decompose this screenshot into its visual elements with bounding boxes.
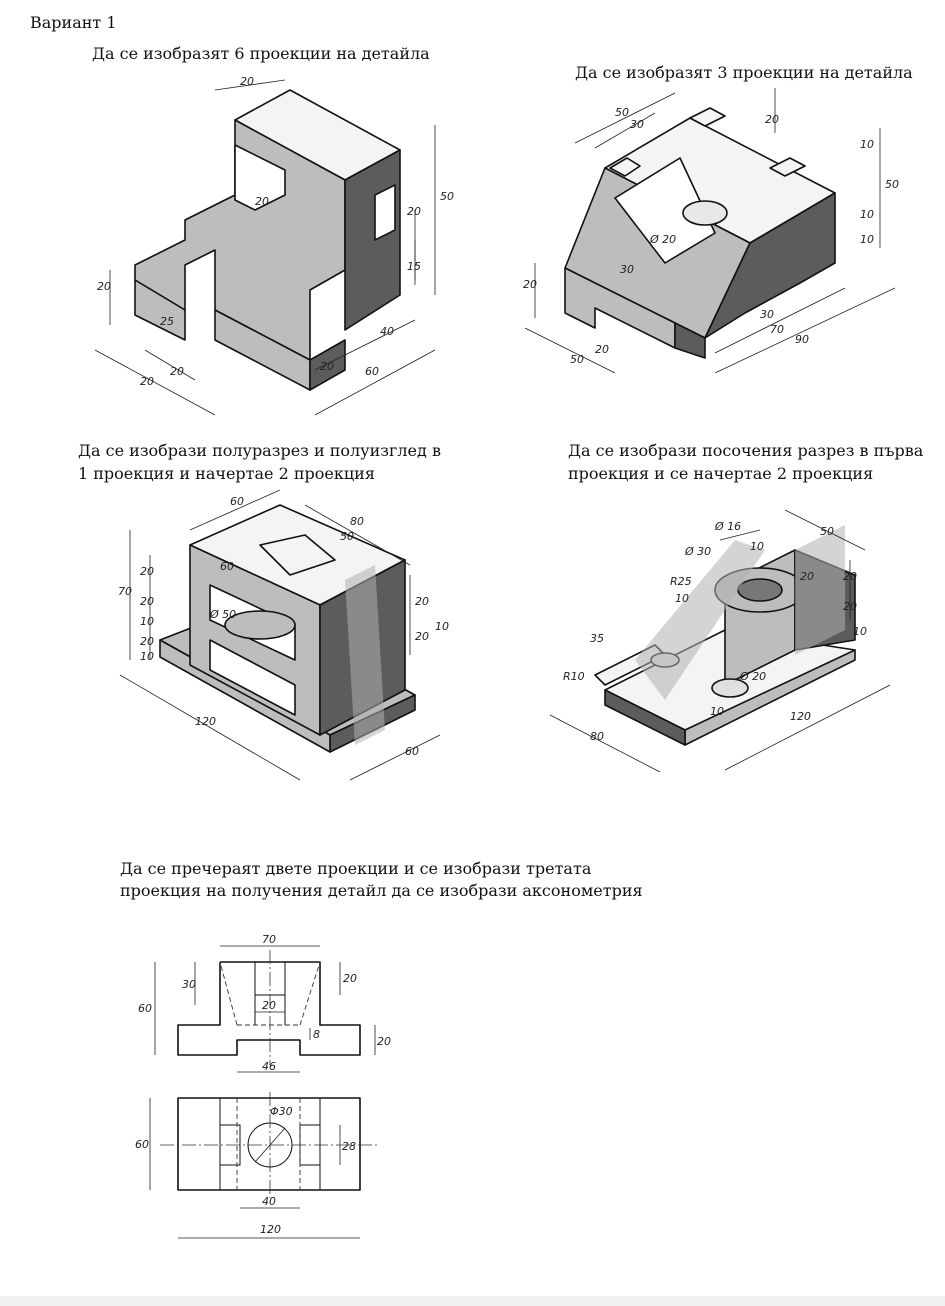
page-footer-band: [0, 1296, 945, 1306]
dim-label: Ø 16: [714, 520, 741, 533]
dim-label: 20: [595, 343, 609, 356]
dim-label: 20: [140, 565, 154, 578]
task-1-text: Да се изобразят 6 проекции на детайла: [92, 44, 430, 63]
dim-label: 50: [885, 178, 899, 191]
dim-label: 10: [675, 592, 689, 605]
dim-label: 20: [377, 1035, 391, 1048]
dim-label: 20: [843, 600, 857, 613]
dim-label: 8: [313, 1028, 320, 1041]
dim-label: Ø 50: [209, 608, 236, 621]
dim-label: 70: [118, 585, 132, 598]
dim-label: 40: [380, 325, 394, 338]
dim-label: 60: [220, 560, 234, 573]
dim-label: 50: [820, 525, 834, 538]
dim-label: 120: [195, 715, 216, 728]
dim-label: 15: [407, 260, 421, 273]
dim-label: 20: [140, 635, 154, 648]
dim-label: 120: [260, 1223, 281, 1236]
task-4-figure: Ø 16 Ø 30 10 50 R25 10 20 20 20 10 35 R1…: [549, 510, 891, 773]
task-2-figure: 50 30 20 10 50 10 10 20 Ø 20 30 30 20 70…: [523, 88, 899, 374]
task-3-text-line-2: 1 проекция и начертае 2 проекция: [78, 464, 375, 483]
dim-label: 70: [262, 933, 276, 946]
task-4-text-line-2: проекция и се начертае 2 проекция: [568, 464, 874, 483]
dim-label: 60: [138, 1002, 152, 1015]
dim-label: Ø 30: [684, 545, 711, 558]
dim-label: 20: [765, 113, 779, 126]
dim-label: 60: [365, 365, 379, 378]
dim-label: 20: [415, 630, 429, 643]
dim-label: Ø 20: [739, 670, 766, 683]
task-5-top-view: Φ30 60 28 40 120: [135, 1092, 380, 1239]
dim-label: 20: [170, 365, 184, 378]
dim-label: 20: [140, 595, 154, 608]
dim-label: 46: [262, 1060, 276, 1073]
dim-label: Φ30: [270, 1105, 293, 1118]
dim-label: 50: [440, 190, 454, 203]
task-5-front-view: 70 30 20 60 20 8 20 46: [138, 933, 391, 1073]
dim-label: 35: [590, 632, 604, 645]
dim-label: 10: [140, 650, 154, 663]
dim-label: 30: [630, 118, 644, 131]
dim-label: 80: [590, 730, 604, 743]
dim-label: 20: [523, 278, 537, 291]
dim-label: 10: [750, 540, 764, 553]
dim-label: 20: [407, 205, 421, 218]
dim-label: 10: [860, 233, 874, 246]
dim-label: 60: [405, 745, 419, 758]
dim-label: 20: [140, 375, 154, 388]
dim-label: R25: [670, 575, 692, 588]
dim-label: 30: [182, 978, 196, 991]
dim-label: 20: [415, 595, 429, 608]
dim-label: 50: [570, 353, 584, 366]
dim-label: 20: [320, 360, 334, 373]
dim-label: 50: [615, 106, 629, 119]
dim-label: 20: [843, 570, 857, 583]
dim-label: Ø 20: [649, 233, 676, 246]
dim-label: 50: [340, 530, 354, 543]
task-4-text-line-1: Да се изобрази посочения разрез в първа: [568, 441, 924, 460]
dim-label: 10: [853, 625, 867, 638]
dim-label: 80: [350, 515, 364, 528]
dim-label: 30: [760, 308, 774, 321]
dim-label: 28: [342, 1140, 356, 1153]
dim-label: 25: [160, 315, 174, 328]
dim-label: 10: [710, 705, 724, 718]
dim-label: 20: [800, 570, 814, 583]
dim-label: 10: [435, 620, 449, 633]
dim-label: R10: [563, 670, 585, 683]
dim-label: 10: [860, 208, 874, 221]
dim-label: 90: [795, 333, 809, 346]
dim-label: 20: [255, 195, 269, 208]
dim-label: 10: [860, 138, 874, 151]
task-2-text: Да се изобразят 3 проекции на детайла: [575, 63, 913, 82]
dim-label: 20: [240, 75, 254, 88]
task-1-figure: 20 20 50 20 15 20 20 20 25 40 20 60: [94, 75, 454, 416]
dim-label: 60: [135, 1138, 149, 1151]
page-title: Вариант 1: [30, 13, 117, 32]
task-5-text-line-1: Да се пречераят двете проекции и се изоб…: [120, 859, 592, 878]
dim-label: 60: [230, 495, 244, 508]
dim-label: 120: [790, 710, 811, 723]
dim-label: 30: [620, 263, 634, 276]
dim-label: 20: [343, 972, 357, 985]
dim-label: 20: [97, 280, 111, 293]
task-3-text-line-1: Да се изобрази полуразрез и полуизглед в: [78, 441, 441, 460]
task-5-text-line-2: проекция на получения детайл да се изобр…: [120, 881, 643, 900]
dim-label: 10: [140, 615, 154, 628]
task-3-figure: 60 80 50 60 20 70 20 10 20 10 Ø 50 20 20…: [118, 490, 449, 781]
dim-label: 20: [262, 999, 276, 1012]
dim-label: 70: [770, 323, 784, 336]
dim-label: 40: [262, 1195, 276, 1208]
